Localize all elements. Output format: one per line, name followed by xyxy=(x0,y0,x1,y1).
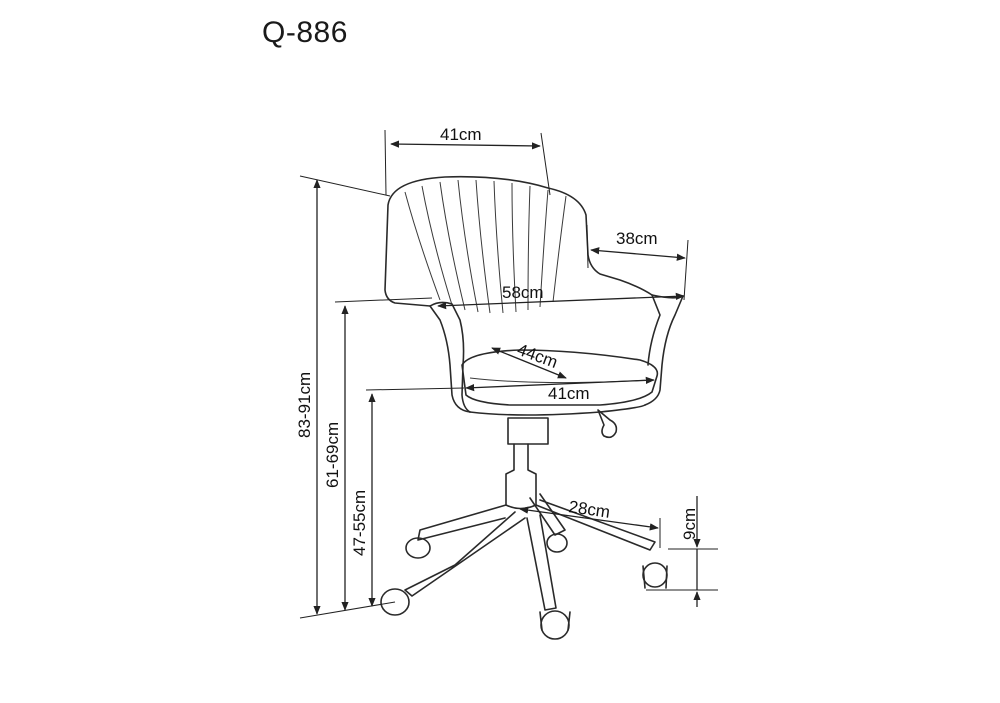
dim-seat-width xyxy=(465,376,655,392)
label-armrest-height: 61-69cm xyxy=(323,422,342,488)
dim-caster-height xyxy=(646,496,718,607)
label-base-radius: 28cm xyxy=(567,497,611,522)
dim-seat-depth xyxy=(491,347,567,379)
mechanism xyxy=(507,417,549,445)
dim-armrest-height xyxy=(334,297,433,611)
label-seat-depth: 44cm xyxy=(515,340,561,372)
label-armrest-depth: 38cm xyxy=(616,229,658,248)
star-base xyxy=(404,493,656,611)
product-title: Q-886 xyxy=(262,16,348,49)
backrest xyxy=(384,175,653,307)
dim-seat-height xyxy=(365,387,465,607)
dim-total-width xyxy=(437,292,685,310)
casters xyxy=(380,533,668,640)
dim-total-height xyxy=(299,175,396,619)
label-seat-width: 41cm xyxy=(548,384,590,403)
label-seat-height: 47-55cm xyxy=(350,490,369,556)
dim-armrest-depth xyxy=(586,224,689,301)
label-total-height: 83-91cm xyxy=(295,372,314,438)
dim-backrest-width xyxy=(384,129,551,196)
tilt-lever xyxy=(597,409,618,439)
label-backrest-width: 41cm xyxy=(440,125,482,144)
label-caster-height: 9cm xyxy=(680,508,699,540)
label-total-width: 58cm xyxy=(502,283,544,302)
dim-base-radius xyxy=(519,506,661,548)
seat-base xyxy=(469,404,646,416)
